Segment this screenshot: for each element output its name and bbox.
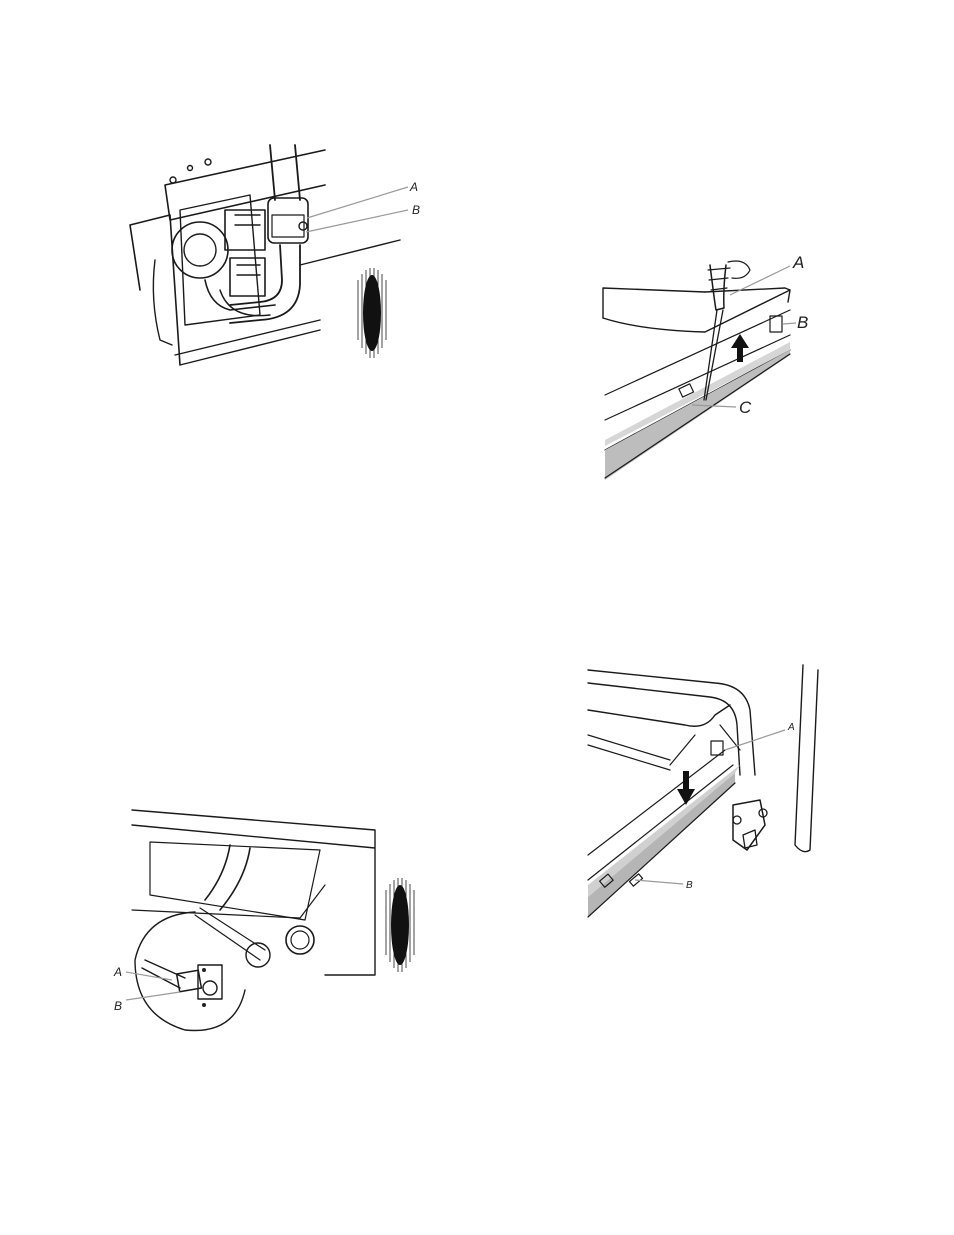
callout-label: A [113,965,122,979]
arrow-up-icon [731,334,749,362]
screwdriver-illustration: A B C [602,253,808,480]
burner-orifice-illustration: A B [113,809,415,1032]
callout-label: A [792,253,804,272]
flame-icon [385,878,415,972]
figure-reinstall-trim: A B [585,664,825,920]
callout-label: A [787,722,795,733]
arrow-down-icon [677,771,695,805]
figure-gas-valve-connection: A B [110,140,430,370]
flame-icon [357,268,387,358]
figure-screwdriver-release-trim: A B C [600,250,820,480]
figure-burner-orifice-detail: A B [110,800,430,1035]
callout-label: A [409,180,418,194]
trim-reinstall-illustration: A B [587,664,819,918]
callout-label: B [686,880,693,891]
callout-label: B [114,999,122,1013]
callout-label: B [797,313,808,332]
callout-label: C [739,398,752,417]
callout-label: B [412,203,420,217]
gas-valve-illustration: A B [129,144,420,366]
